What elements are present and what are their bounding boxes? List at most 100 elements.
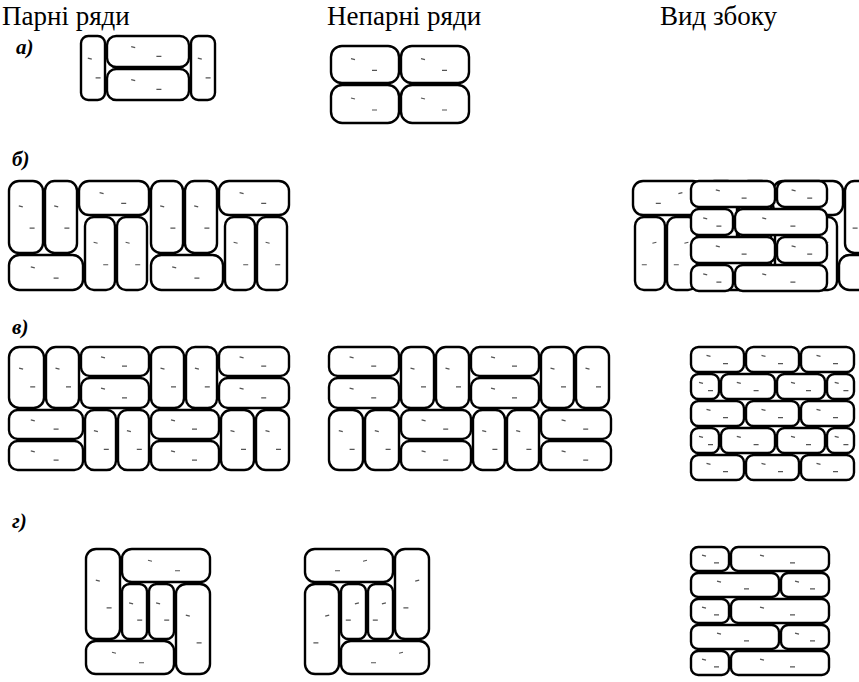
sack-texture [760,659,795,667]
sack-texture [737,382,759,390]
sack-texture [350,388,377,398]
sack-texture [411,368,427,387]
sack [777,181,827,207]
sack [151,347,184,408]
sack-texture [716,246,747,254]
sack [691,651,729,675]
sack [691,625,779,649]
sack-texture [760,555,795,563]
sack-texture [791,382,811,390]
sack [471,378,539,408]
sack-texture [350,357,377,366]
sack [341,584,366,639]
sack [331,85,399,123]
sack [305,549,393,582]
sack [541,410,611,439]
sack-texture [817,409,839,417]
sack-texture [351,59,377,71]
sack [473,410,505,470]
sack-texture [795,581,815,589]
sack [107,36,189,67]
sack [9,441,83,470]
sack-texture [717,633,749,641]
sack [777,237,827,263]
sack [691,181,775,207]
sack-texture [161,368,177,387]
sack [691,347,744,372]
sack [81,347,149,376]
sack-texture [131,47,161,57]
sack-texture [737,436,759,444]
sack-group [331,46,469,123]
sack-texture [699,436,713,444]
sack-texture [491,388,517,398]
sack-texture [702,555,719,563]
sack-texture [131,80,161,90]
sack-group [9,347,289,470]
sack [731,547,829,571]
sack-texture [716,190,747,198]
sack-texture [482,431,497,450]
sack [85,217,115,290]
sack-texture [516,431,531,450]
sack-texture [313,615,329,643]
sack-group [81,36,215,100]
sack [176,584,210,674]
sack [746,401,799,426]
sack-texture [762,463,784,471]
sack-texture [351,98,377,110]
sack-group [633,181,859,290]
sack [117,217,147,290]
sack-texture [373,603,386,620]
sack-group [329,347,611,470]
sack-texture [792,190,813,198]
sack-texture [562,420,589,429]
sack [331,46,399,83]
sack-texture [126,242,141,265]
sack-texture [422,420,449,429]
sack-texture [335,560,367,571]
sack-texture [791,436,811,444]
sack [329,347,399,376]
sack [256,410,289,470]
sack [746,455,799,480]
sack [85,410,116,470]
sack-texture [817,355,839,363]
sack-texture [403,580,419,608]
sack [471,347,539,376]
sack-texture [703,218,721,226]
sack-texture [707,355,729,363]
sack-texture [642,242,657,265]
sack [507,410,539,470]
sack [81,36,105,100]
sack-texture [346,603,359,620]
sack-texture [172,267,199,278]
sack-texture [703,274,721,282]
sack-texture [101,388,127,398]
sack-group [691,547,829,675]
sack-texture [371,652,403,663]
sack [305,584,339,674]
sack [395,549,429,639]
sack [151,255,223,290]
variant-letter: г) [12,510,27,533]
sack [735,209,827,235]
sack [191,36,215,100]
sack-texture [19,206,35,228]
sack [721,428,775,453]
sack [9,347,44,408]
sack [691,455,744,480]
sack [219,347,289,376]
sack-texture [171,451,197,460]
sack-texture [762,218,795,226]
sack-texture [491,357,517,366]
column-heading: Парні ряди [2,2,130,32]
sack [86,549,120,639]
sack-texture [562,451,589,460]
sack-group [305,549,429,674]
sack-texture [835,436,849,444]
sack [86,641,174,674]
sack [801,455,854,480]
sack [691,401,744,426]
